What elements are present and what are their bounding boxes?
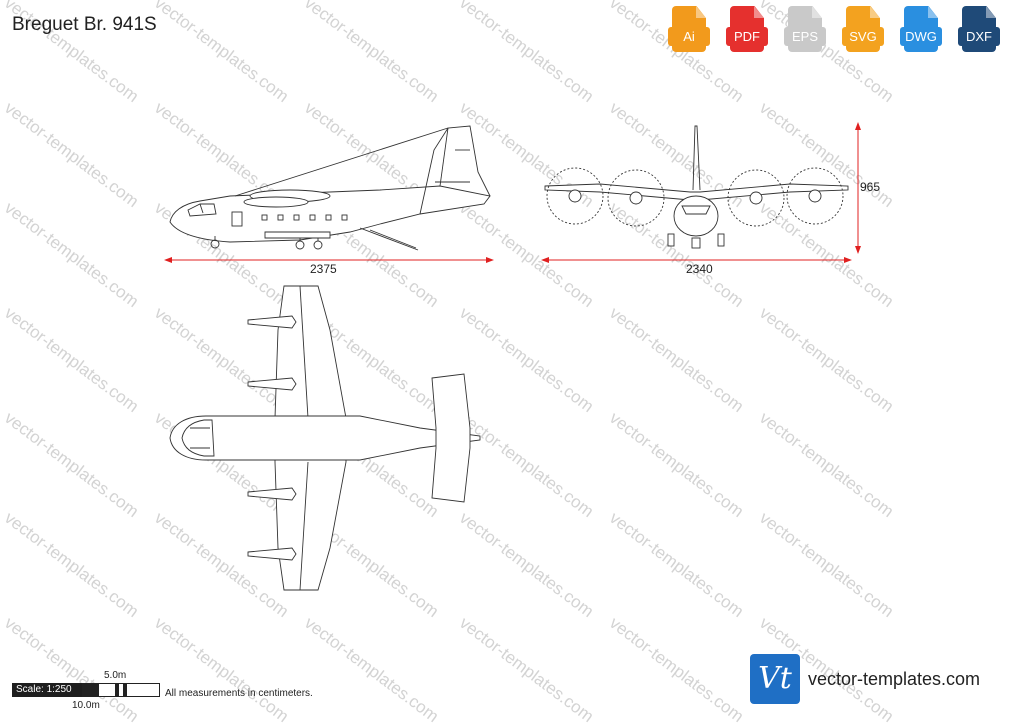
front-span-label: 2340 <box>686 262 713 276</box>
scale-top-label: 5.0m <box>104 670 127 681</box>
page-title: Breguet Br. 941S <box>12 14 157 35</box>
format-buttons: Ai PDF EPS SVG DWG DXF <box>668 6 1000 54</box>
brand-site-name: vector-templates.com <box>808 668 981 689</box>
format-label: DXF <box>958 27 1000 46</box>
brand-logo-icon: Vt <box>750 654 800 704</box>
format-label: DWG <box>900 27 942 46</box>
scale-label: Scale: 1:250 <box>12 683 86 697</box>
format-label: PDF <box>726 27 768 46</box>
side-view <box>169 125 491 251</box>
format-ai-button[interactable]: Ai <box>668 6 710 54</box>
format-label: Ai <box>668 27 710 46</box>
front-view <box>544 125 849 249</box>
format-label: SVG <box>842 27 884 46</box>
top-view <box>169 285 481 591</box>
format-dwg-button[interactable]: DWG <box>900 6 942 54</box>
measurement-note: All measurements in centimeters. <box>165 688 313 699</box>
front-height-label: 965 <box>860 180 881 194</box>
format-dxf-button[interactable]: DXF <box>958 6 1000 54</box>
brand[interactable]: Vt vector-templates.com <box>750 654 980 704</box>
format-eps-button[interactable]: EPS <box>784 6 826 54</box>
format-pdf-button[interactable]: PDF <box>726 6 768 54</box>
side-length-label: 2375 <box>310 262 337 276</box>
format-label: EPS <box>784 27 826 46</box>
format-svg-button[interactable]: SVG <box>842 6 884 54</box>
scale-bar <box>82 683 160 697</box>
scale-bottom-label: 10.0m <box>72 700 100 711</box>
